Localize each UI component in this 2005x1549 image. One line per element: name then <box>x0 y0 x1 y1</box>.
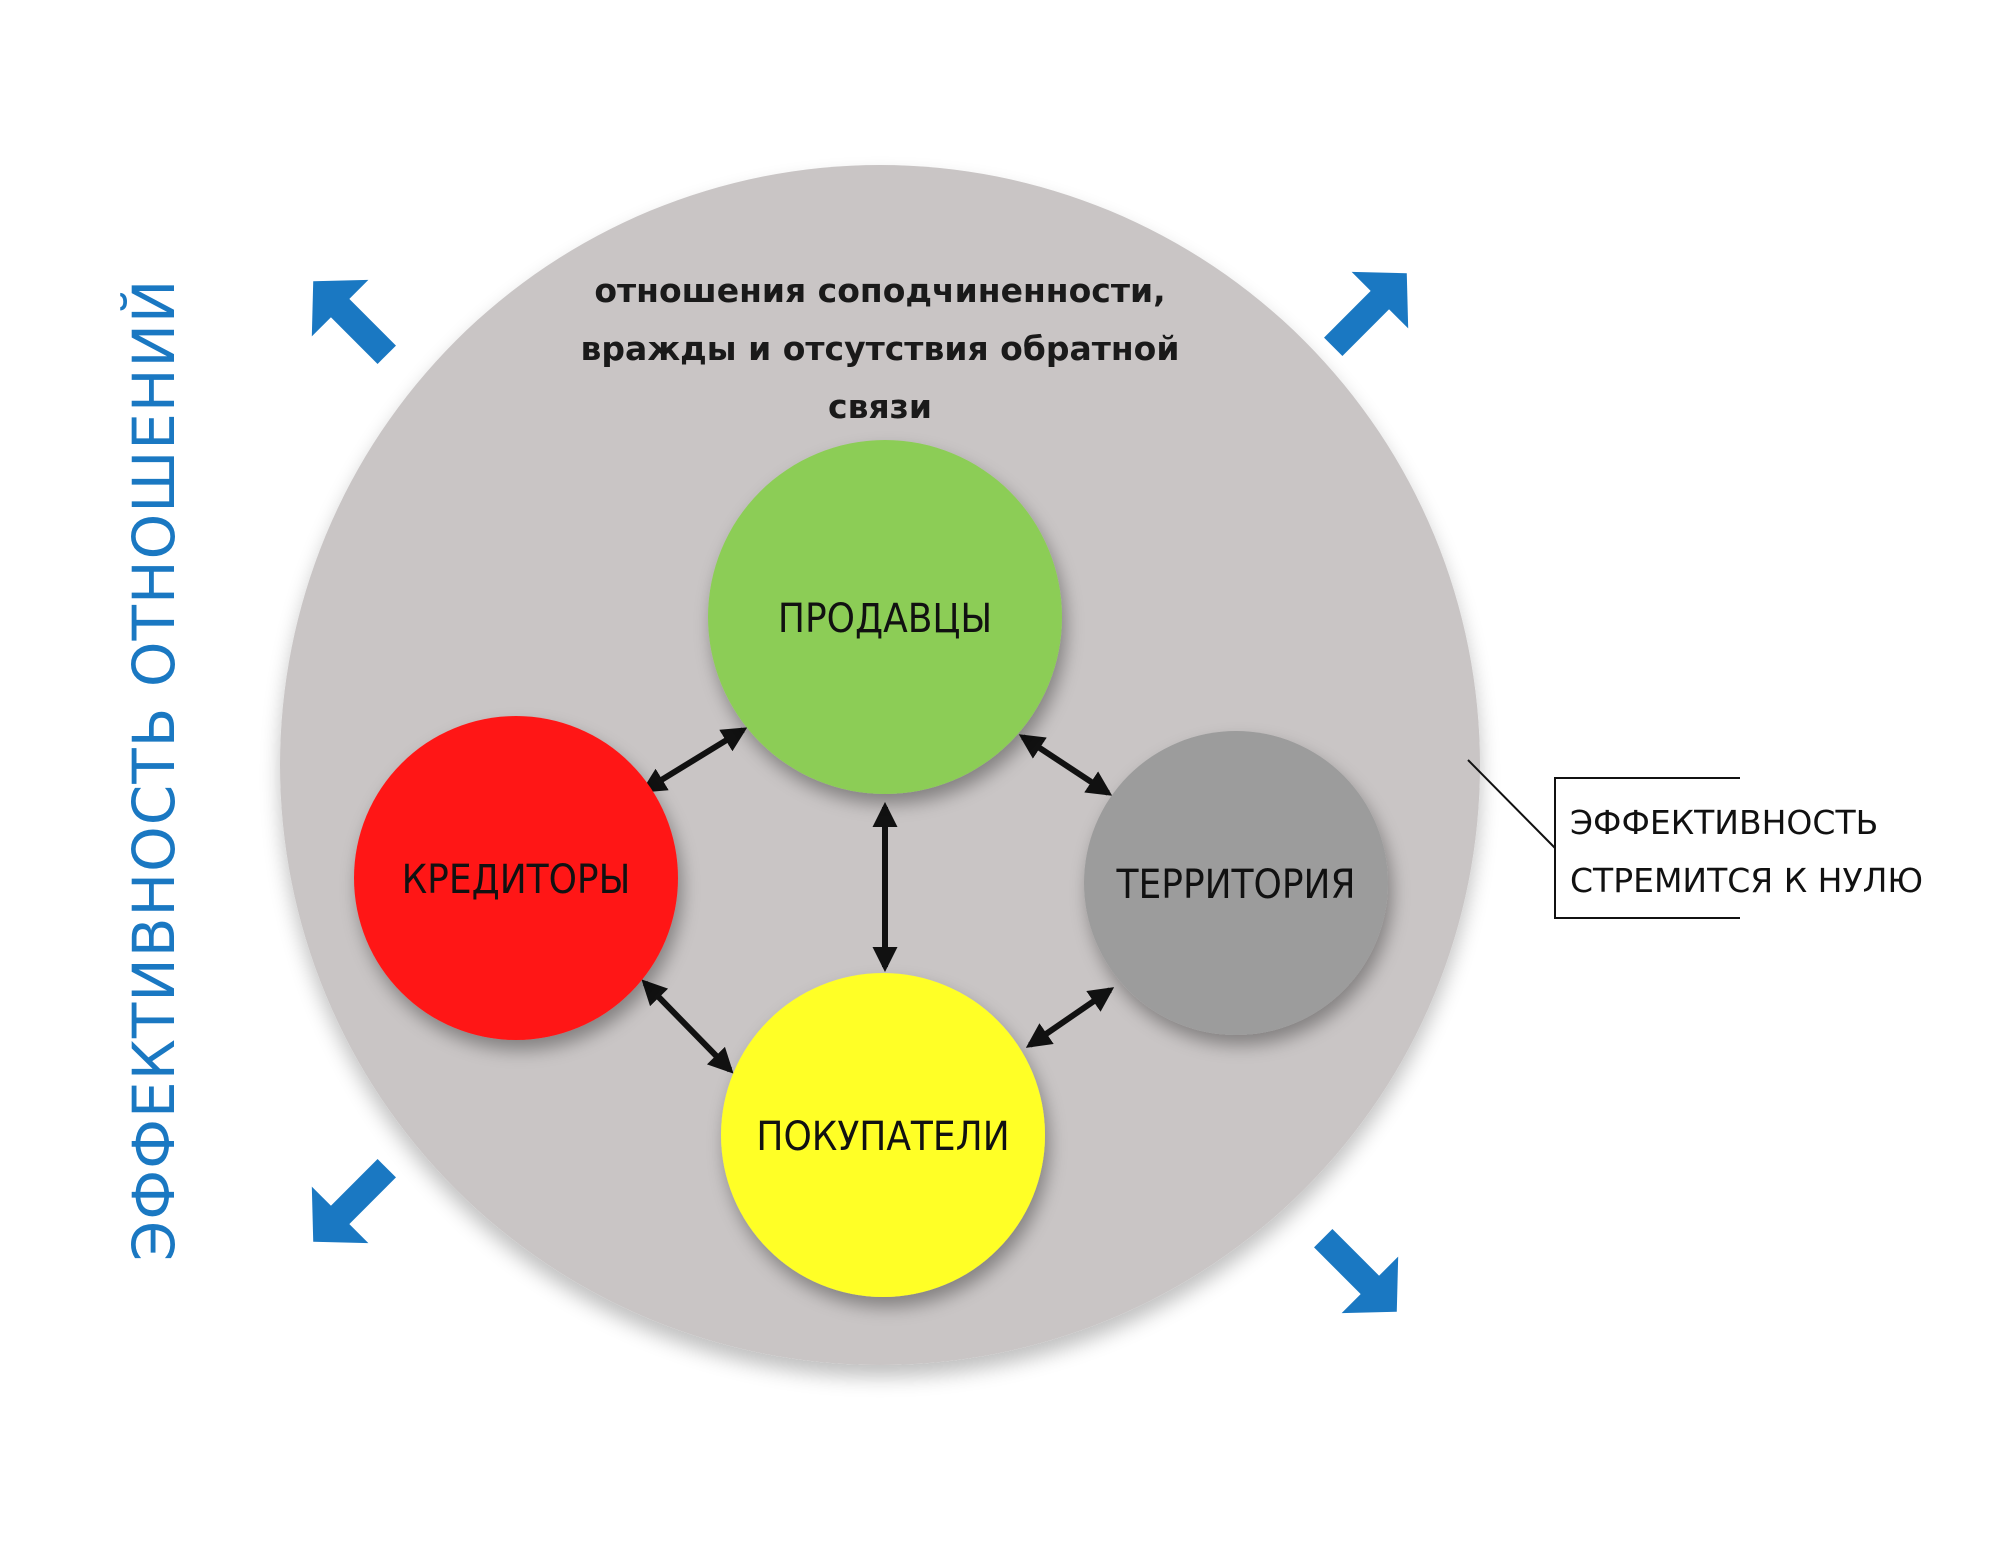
arrow-up-left-icon <box>284 252 416 384</box>
callout-leader <box>1467 759 1556 849</box>
node-buyers-label: ПОКУПАТЕЛИ <box>756 1114 1009 1160</box>
node-creditors: КРЕДИТОРЫ <box>354 716 678 1040</box>
connector-sellers-creditors <box>640 727 748 793</box>
node-sellers: ПРОДАВЦЫ <box>708 440 1062 794</box>
callout: ЭФФЕКТИВНОСТЬ СТРЕМИТСЯ К НУЛЮ <box>1467 759 1923 919</box>
node-buyers: ПОКУПАТЕЛИ <box>721 973 1045 1297</box>
callout-bracket <box>1554 777 1740 919</box>
connector-sellers-territory <box>1018 734 1113 796</box>
node-sellers-label: ПРОДАВЦЫ <box>778 596 992 642</box>
caption-line-1: отношения соподчиненности, <box>594 271 1165 310</box>
caption-line-3: связи <box>828 387 932 426</box>
side-title: ЭФФЕКТИВНОСТЬ ОТНОШЕНИЙ <box>119 279 188 1262</box>
caption-line-2: вражды и отсутствия обратной <box>581 329 1180 368</box>
connector-territory-buyers <box>1025 987 1115 1048</box>
connector-creditors-buyers <box>641 979 734 1074</box>
node-creditors-label: КРЕДИТОРЫ <box>402 857 631 903</box>
callout-line-2: СТРЕМИТСЯ К НУЛЮ <box>1570 861 1923 900</box>
arrow-down-left-icon <box>284 1139 416 1271</box>
node-territory: ТЕРРИТОРИЯ <box>1084 731 1388 1035</box>
callout-line-1: ЭФФЕКТИВНОСТЬ <box>1570 803 1878 842</box>
node-territory-label: ТЕРРИТОРИЯ <box>1116 862 1356 908</box>
arrow-up-right-icon <box>1304 244 1436 376</box>
arrow-down-right-icon <box>1294 1209 1426 1341</box>
